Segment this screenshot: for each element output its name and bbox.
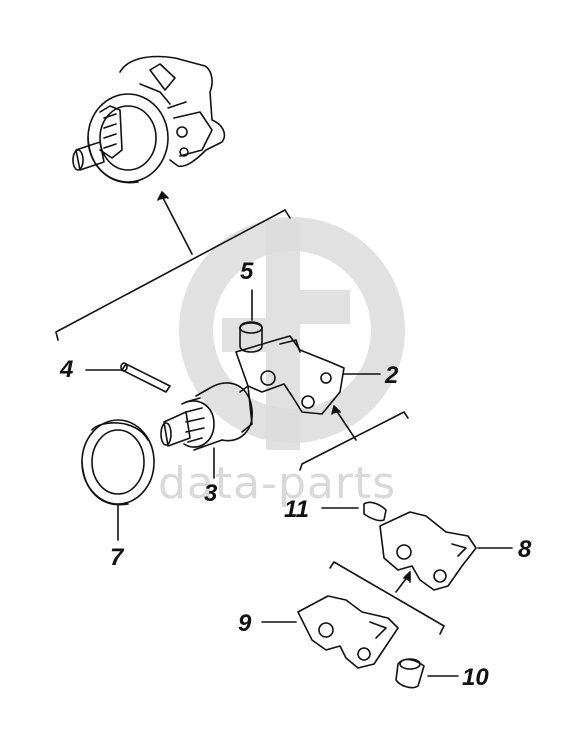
callout-5: 5: [240, 258, 254, 285]
assembled-unit: [72, 55, 226, 184]
callout-9: 9: [238, 610, 252, 637]
callout-8: 8: [518, 536, 532, 563]
callout-10: 10: [462, 664, 489, 691]
callout-11: 11: [284, 496, 309, 523]
part-9-fork: [261, 595, 399, 669]
part-8-fork: [379, 511, 513, 591]
part-10-sleeve: [395, 658, 459, 689]
part-2-fork: [235, 335, 381, 415]
watermark-text: data-parts: [158, 458, 397, 509]
group-bracket-parts: [329, 561, 445, 635]
part-3-gear-shaft: [160, 382, 253, 479]
callout-2: 2: [385, 362, 399, 389]
callout-3: 3: [204, 480, 218, 507]
part-5-sleeve: [239, 289, 263, 353]
callout-7: 7: [110, 544, 124, 571]
callout-4: 4: [60, 356, 74, 383]
part-11-pin: [321, 501, 387, 522]
part-4-pin: [85, 362, 171, 393]
group-bracket-lower: [299, 405, 409, 471]
group-bracket-top: [55, 191, 291, 341]
part-7-bearing: [81, 419, 155, 541]
